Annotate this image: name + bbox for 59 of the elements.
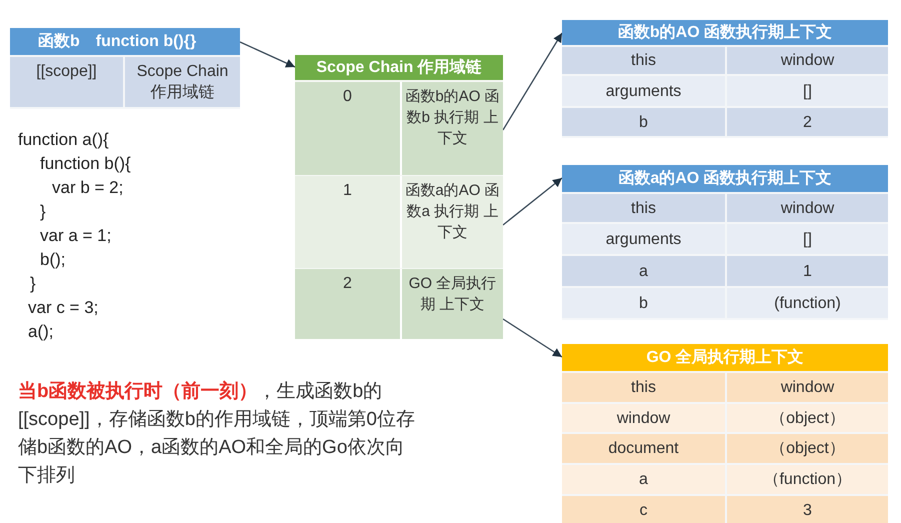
table-cell: [] [727,224,888,254]
arrow [502,32,563,130]
table-cell: (function) [727,288,888,318]
table-cell: b [562,108,725,136]
table-header: 函数b function b(){} [10,28,240,55]
table-cell: b [562,288,725,318]
table-cell: 2 [727,108,888,136]
code-line: } [40,202,46,222]
table-cell: window [727,47,888,74]
arrow [502,318,562,358]
table-cell: 1 [295,176,400,268]
description-text: 当b函数被执行时（前一刻），生成函数b的[[scope]]，存储函数b的作用域链，顶端第0位存储b函数的AO，a函数的AO和全局的Go依次向下排列 [18,380,416,488]
code-line: var a = 1; [40,226,112,246]
table-row [295,269,503,339]
table [295,55,503,337]
table-cell: 函数a的AO 函数a 执行期 上下文 [402,176,503,268]
table [562,344,888,523]
table-cell: this [562,194,725,222]
table-cell: 1 [727,256,888,286]
table-cell: this [562,373,725,402]
code-line: function a(){ [18,130,109,150]
table-cell: a [562,256,725,286]
table [562,20,888,138]
table-header: GO 全局执行期上下文 [562,344,888,371]
code-line: function b(){ [40,154,131,174]
table-cell: arguments [562,76,725,106]
table-cell: arguments [562,224,725,254]
table-cell: [] [727,76,888,106]
table-cell: （function） [727,465,888,494]
table [562,165,888,320]
table [10,28,240,109]
code-line: var c = 3; [28,298,98,318]
table-cell: 2 [295,269,400,339]
table-cell: window [727,373,888,402]
table-cell: a [562,465,725,494]
table-cell: 3 [727,496,888,523]
table-header: 函数b的AO 函数执行期上下文 [562,20,888,45]
code-line: a(); [28,322,54,342]
table-cell: （object） [727,434,888,463]
table-cell: Scope Chain 作用域链 [125,57,240,107]
table-header: Scope Chain 作用域链 [295,55,503,80]
table-row [295,82,503,175]
table-cell: （object） [727,404,888,432]
table-cell: document [562,434,725,463]
table-cell: c [562,496,725,523]
code-line: } [30,274,36,294]
code-line: b(); [40,250,66,270]
table-cell: this [562,47,725,74]
table-cell: window [727,194,888,222]
table-header: 函数a的AO 函数执行期上下文 [562,165,888,192]
table-cell: 0 [295,82,400,175]
table-cell: [[scope]] [10,57,123,107]
table-cell: window [562,404,725,432]
code-line: var b = 2; [52,178,124,198]
arrow [502,178,562,226]
table-row [295,176,503,268]
table-cell: 函数b的AO 函数b 执行期 上下文 [402,82,503,175]
arrow [240,41,296,68]
table-cell: GO 全局执行期 上下文 [402,269,503,339]
